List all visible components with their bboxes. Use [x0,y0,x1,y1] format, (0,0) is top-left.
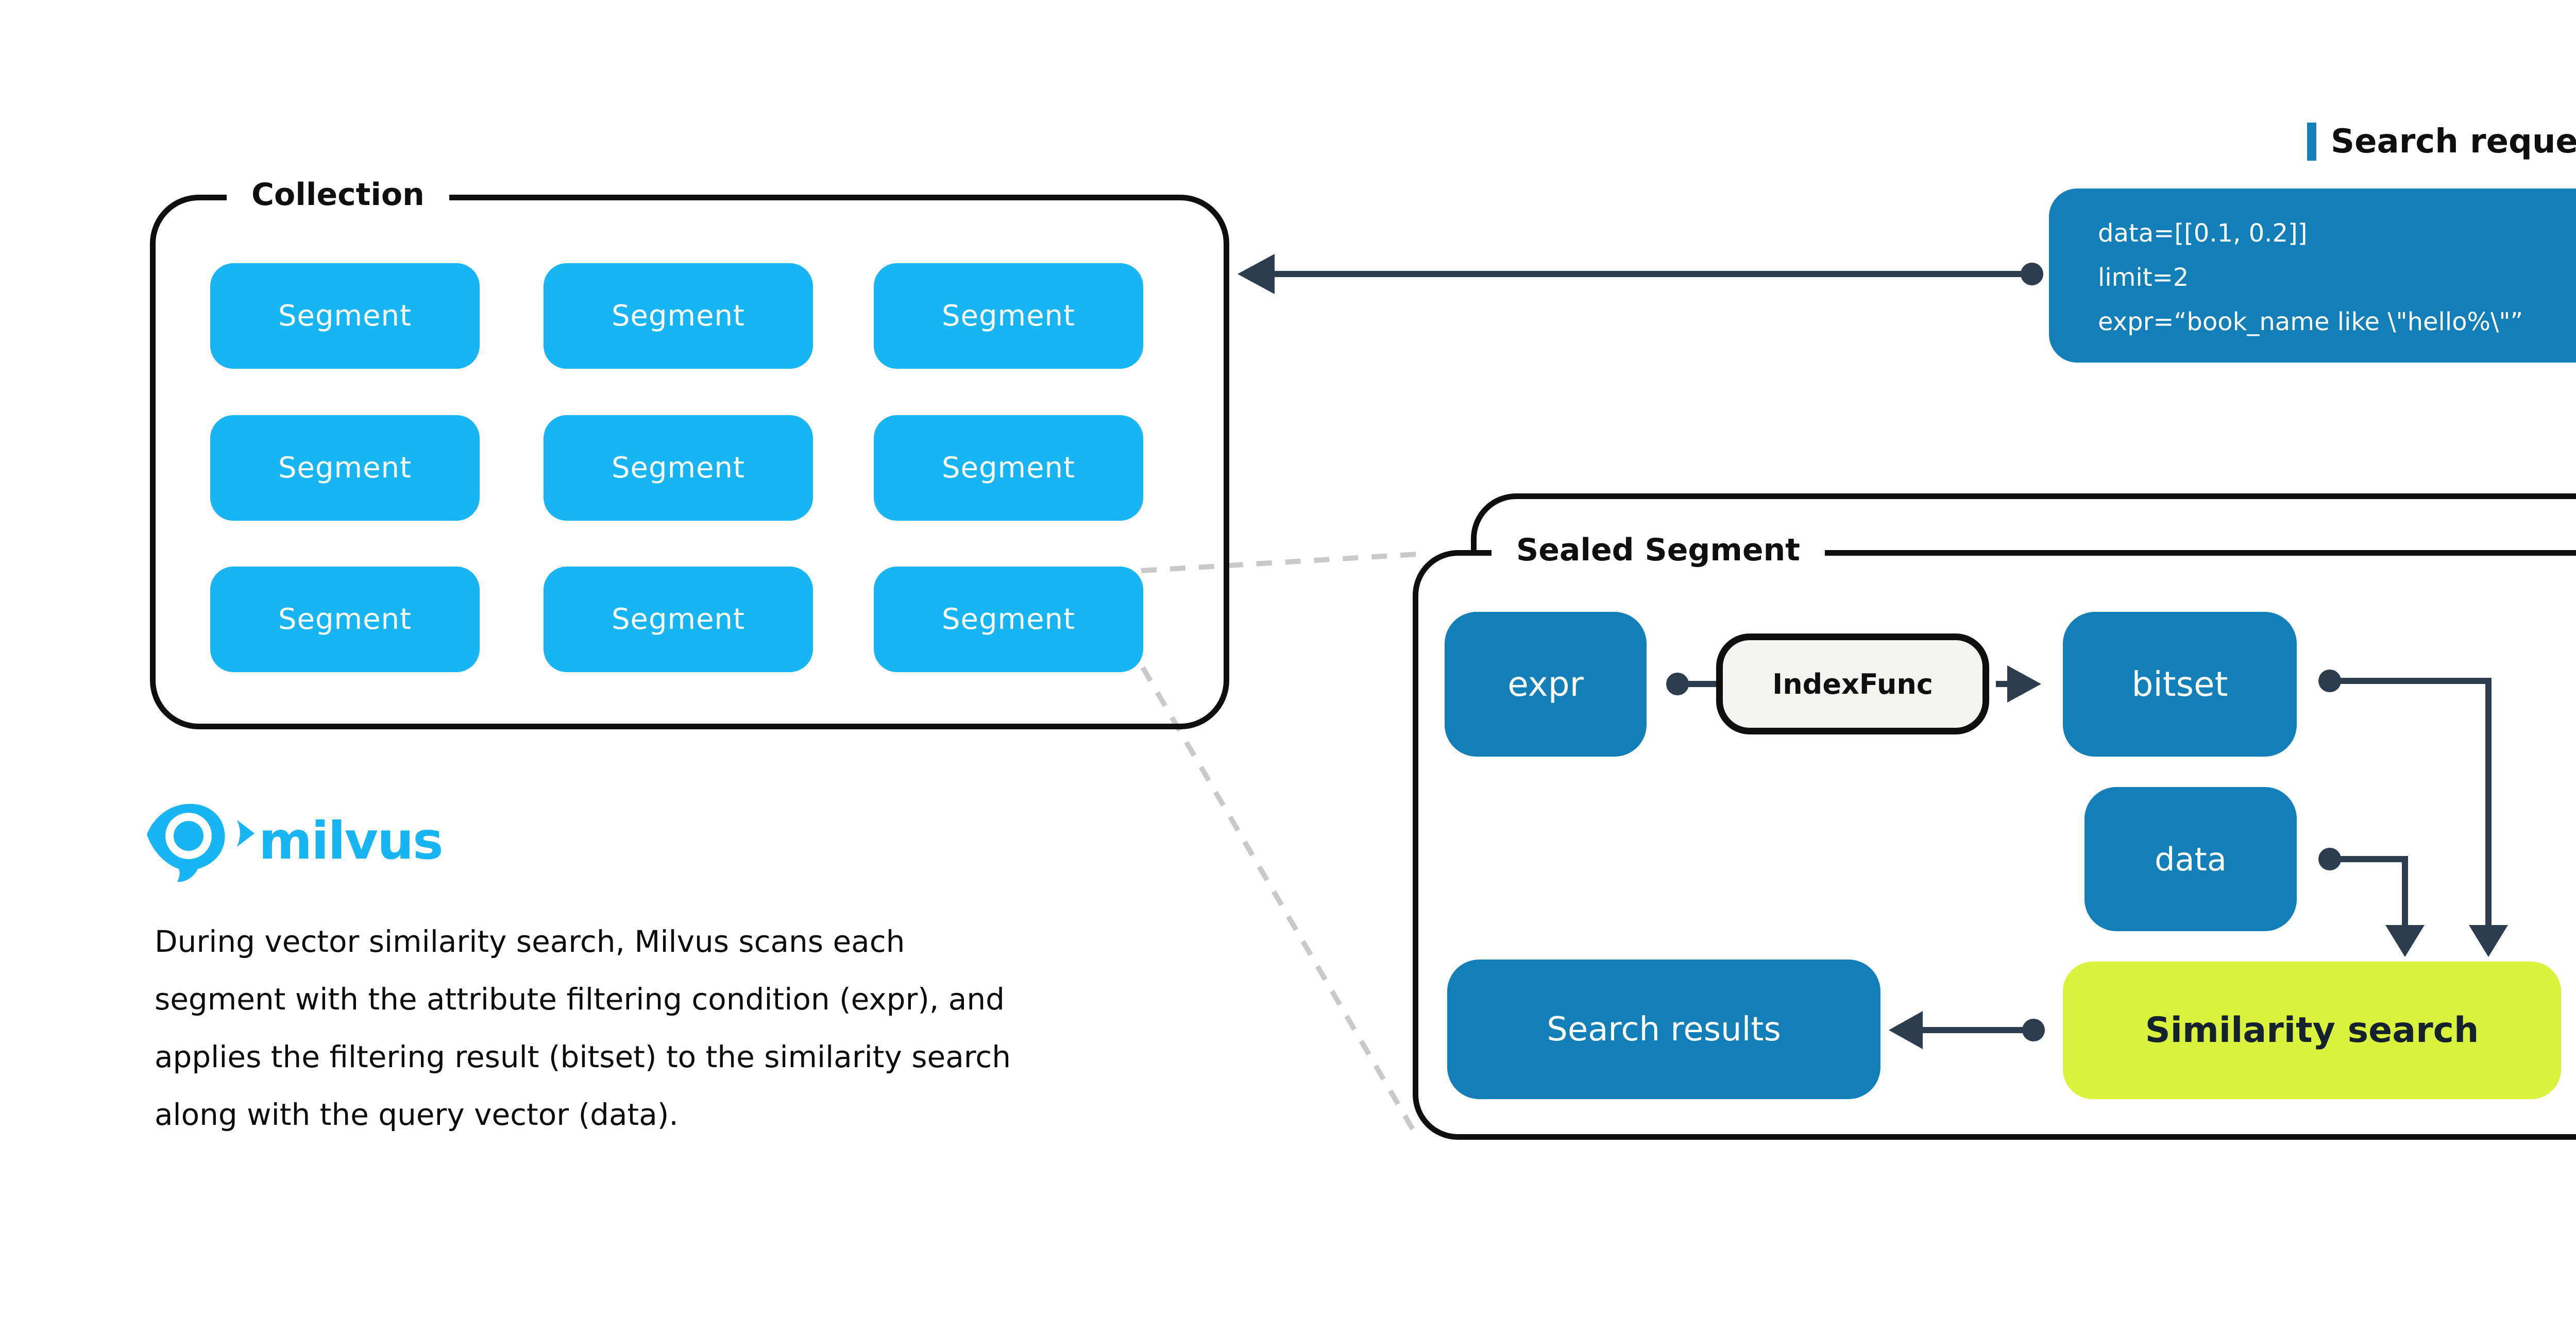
search-request-code-box: data=[[0.1, 0.2]] limit=2 expr=“book_nam… [2049,189,2576,363]
code-line-data: data=[[0.1, 0.2]] [2098,219,2308,248]
milvus-logo [145,801,434,889]
search-results-node: Search results [1447,960,1880,1099]
sealed-segment-title: Sealed Segment [1492,527,1825,573]
code-line-expr: expr=“book_name like \"hello%\"” [2098,307,2523,336]
accent-bar-icon [2307,123,2316,161]
milvus-eye-icon [147,803,255,882]
segment-chip: Segment [210,567,480,672]
description-line: along with the query vector (data). [155,1097,679,1132]
segment-chip: Segment [874,567,1143,672]
search-request-title: Search request [2331,123,2576,161]
search-request-heading: Search request [2307,123,2576,161]
segment-chip: Segment [874,263,1143,369]
description-text: During vector similarity search, Milvus … [155,913,1309,1143]
expr-node: expr [1445,612,1647,757]
description-line: segment with the attribute filtering con… [155,982,1005,1017]
indexfunc-node: IndexFunc [1716,634,1989,734]
segment-chip: Segment [210,263,480,369]
description-line: applies the filtering result (bitset) to… [155,1039,1011,1074]
collection-title: Collection [227,172,449,217]
segment-chip: Segment [874,415,1143,521]
similarity-search-node: Similarity search [2063,962,2561,1099]
segment-chip: Segment [210,415,480,521]
bitset-node: bitset [2063,612,2297,757]
collection-box [150,195,1229,729]
segment-chip: Segment [544,415,813,521]
description-line: During vector similarity search, Milvus … [155,924,905,959]
segment-chip: Segment [544,263,813,369]
arrow-request-to-collection [1238,254,2043,294]
code-line-limit: limit=2 [2098,263,2189,292]
segment-chip: Segment [544,567,813,672]
data-node: data [2084,787,2297,931]
milvus-wordmark: milvus [259,811,444,871]
